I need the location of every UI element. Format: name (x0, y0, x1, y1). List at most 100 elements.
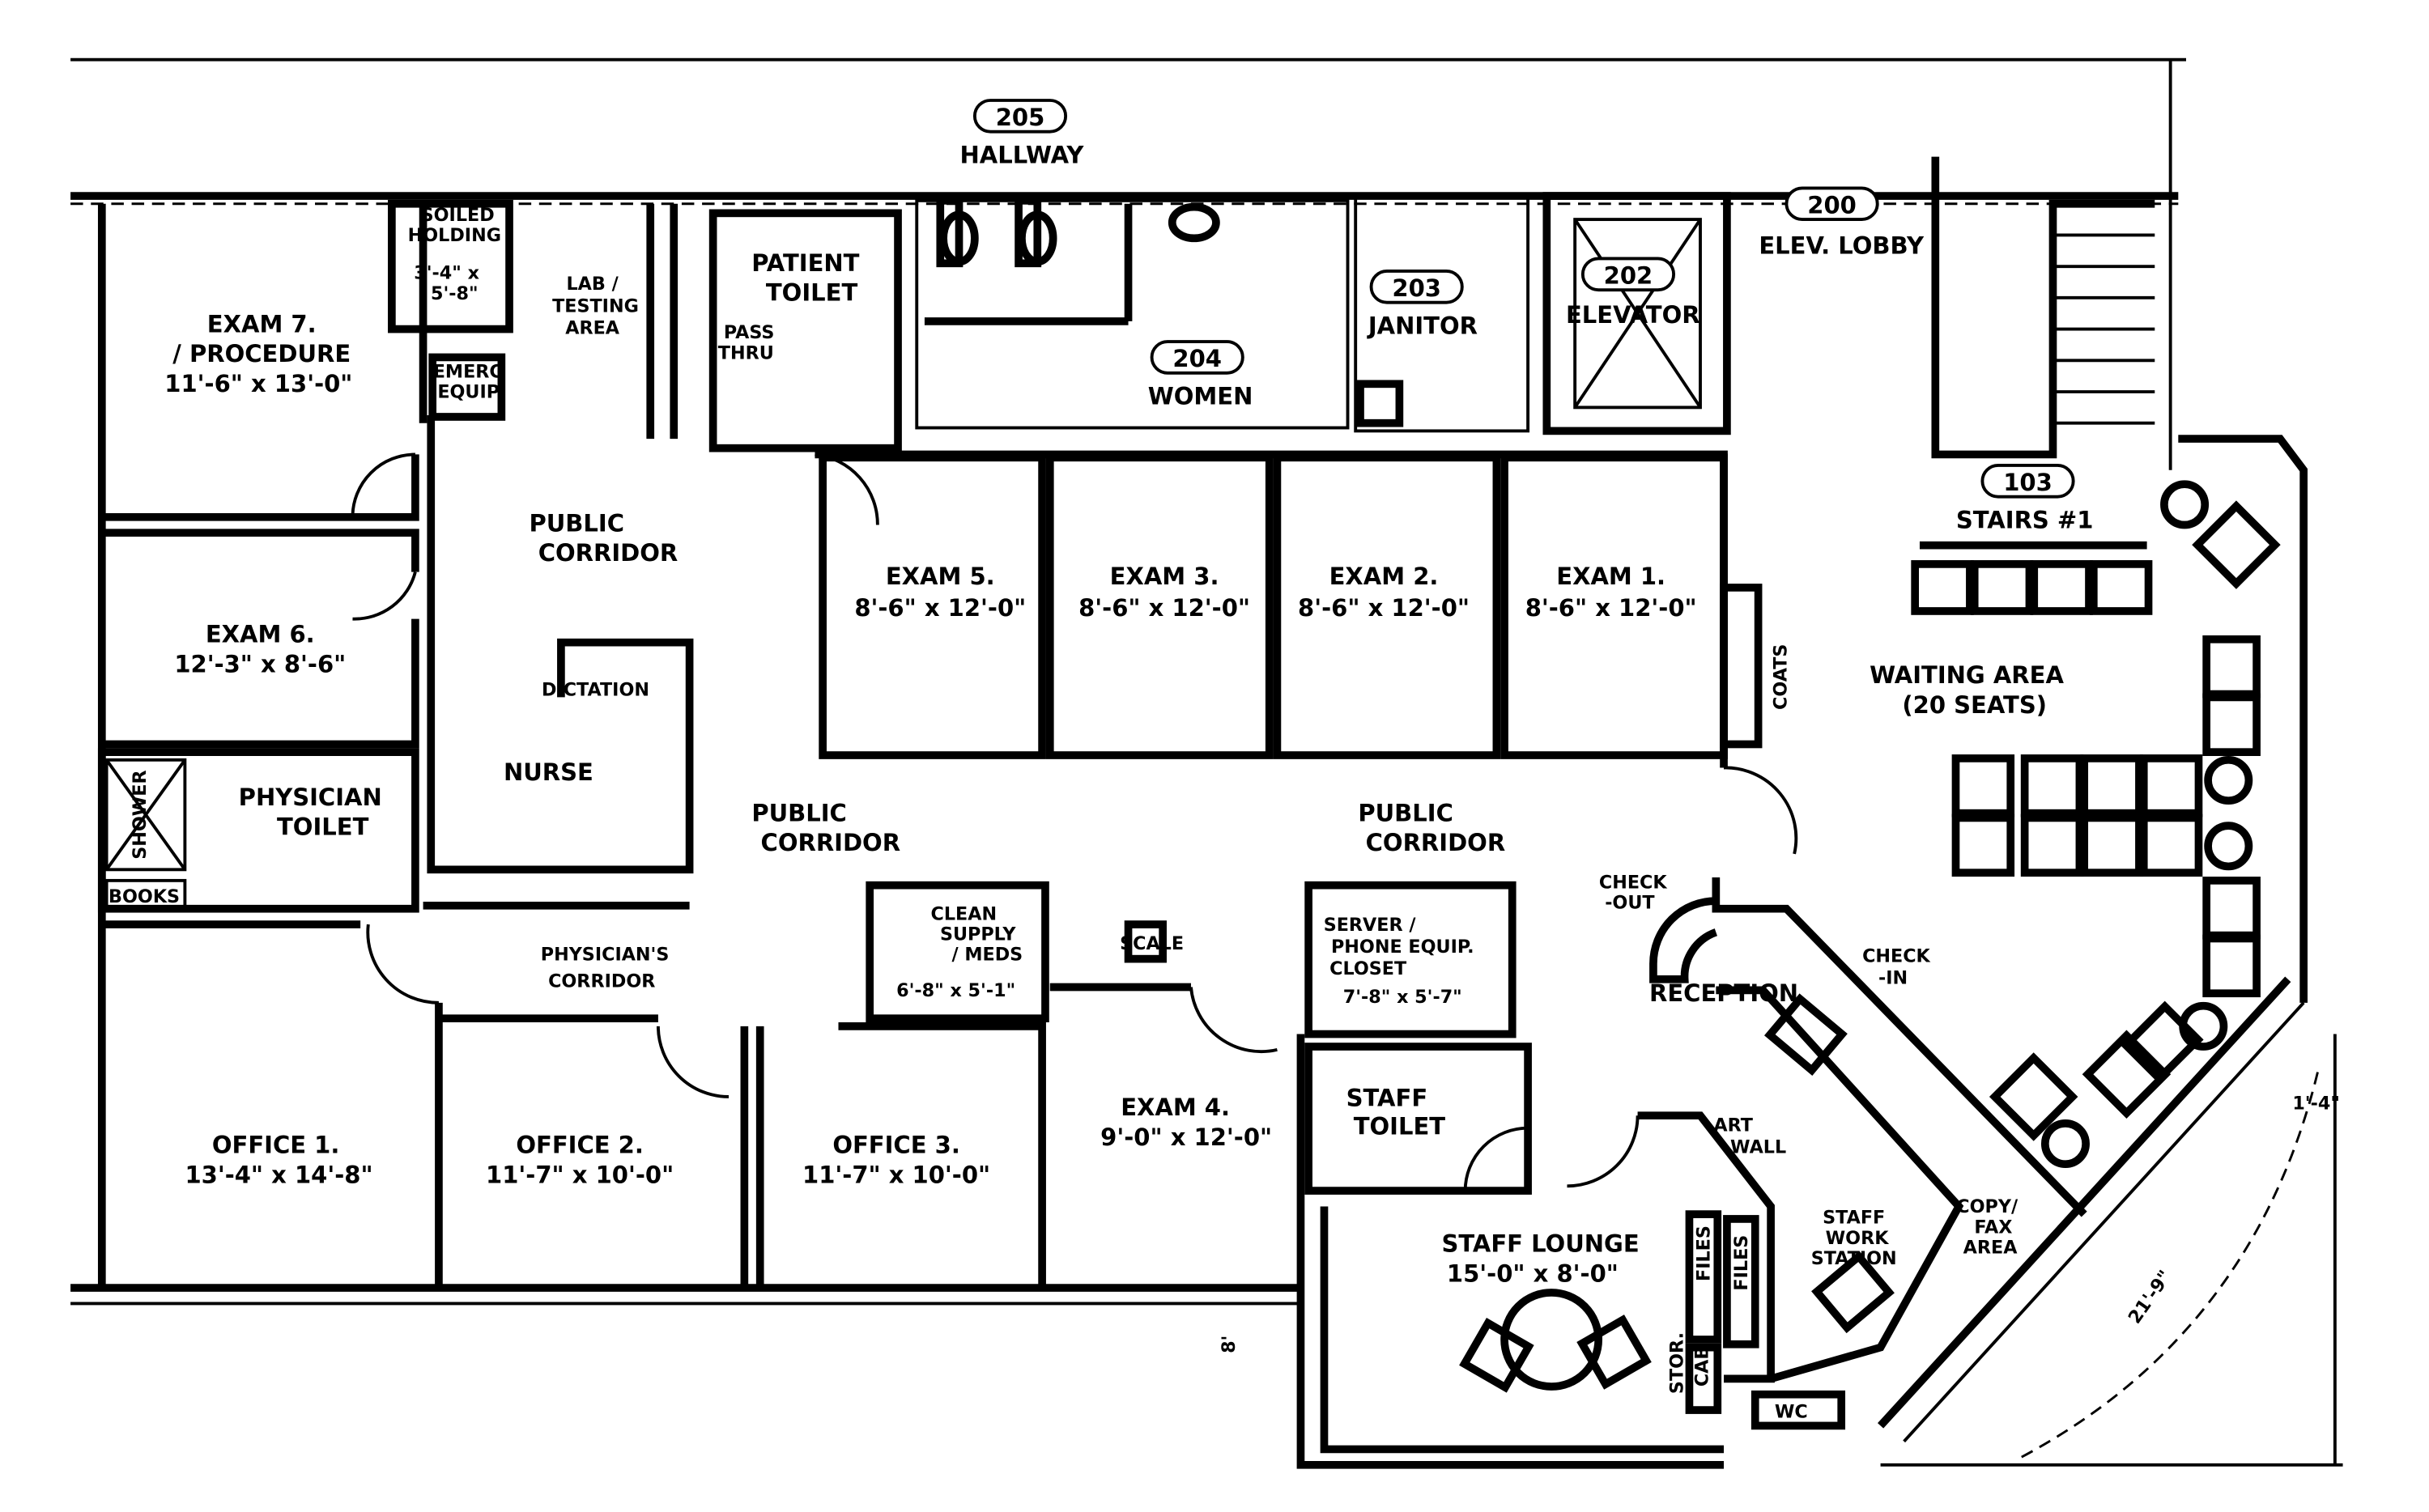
svg-text:-IN: -IN (1878, 968, 1908, 989)
svg-text:PUBLIC: PUBLIC (1358, 799, 1453, 826)
svg-text:JANITOR: JANITOR (1367, 312, 1478, 339)
svg-text:PHYSICIAN: PHYSICIAN (239, 784, 382, 811)
svg-text:ELEVATOR: ELEVATOR (1566, 301, 1700, 329)
room-tag-205: 205 HALLWAY (960, 99, 1084, 168)
svg-text:/ MEDS: / MEDS (951, 945, 1023, 966)
svg-text:11'-6" x 13'-0": 11'-6" x 13'-0" (164, 370, 352, 397)
svg-text:CLEAN: CLEAN (931, 903, 998, 924)
svg-text:OFFICE 3.: OFFICE 3. (832, 1132, 960, 1159)
room-tag-203: 203 JANITOR (1367, 270, 1478, 339)
svg-text:STAFF LOUNGE: STAFF LOUNGE (1441, 1230, 1639, 1258)
svg-text:WC: WC (1775, 1402, 1808, 1423)
room-tag-200: 200 ELEV. LOBBY (1759, 186, 1925, 260)
svg-text:8'-6" x 12'-0": 8'-6" x 12'-0" (1525, 594, 1697, 622)
svg-text:200: 200 (1807, 191, 1857, 219)
svg-text:STAFF: STAFF (1823, 1208, 1885, 1229)
svg-text:AREA: AREA (1963, 1238, 2018, 1259)
svg-text:/ PROCEDURE: / PROCEDURE (172, 340, 351, 367)
svg-text:WALL: WALL (1730, 1137, 1786, 1158)
room-tag-103: 103 STAIRS #1 (1956, 464, 2094, 533)
svg-text:5'-8": 5'-8" (431, 283, 479, 304)
svg-text:EXAM 2.: EXAM 2. (1329, 563, 1439, 590)
room-tag-204: 204 WOMEN (1148, 340, 1253, 410)
svg-text:SOILED: SOILED (421, 205, 495, 226)
svg-text:SERVER /: SERVER / (1324, 915, 1417, 936)
svg-text:3'-4" x: 3'-4" x (414, 263, 479, 284)
svg-text:8': 8' (1219, 1336, 1240, 1353)
svg-text:COPY/: COPY/ (1956, 1196, 2018, 1217)
svg-text:ELEV. LOBBY: ELEV. LOBBY (1759, 232, 1925, 260)
svg-text:CHECK: CHECK (1599, 873, 1667, 894)
svg-text:BOOKS: BOOKS (108, 886, 180, 907)
svg-text:EXAM 6.: EXAM 6. (206, 621, 315, 648)
svg-text:RECEPTION: RECEPTION (1649, 979, 1798, 1007)
svg-text:OFFICE 2.: OFFICE 2. (516, 1132, 644, 1159)
svg-text:TOILET: TOILET (277, 813, 369, 841)
svg-text:AREA: AREA (565, 317, 620, 338)
svg-text:HOLDING: HOLDING (408, 225, 501, 246)
svg-text:LAB /: LAB / (566, 274, 619, 295)
toilet-fixtures (939, 202, 1220, 266)
svg-text:1'-4": 1'-4" (2292, 1093, 2340, 1114)
svg-text:FILES: FILES (1694, 1225, 1715, 1281)
svg-text:CORRIDOR: CORRIDOR (761, 829, 901, 856)
svg-text:202: 202 (1604, 261, 1653, 289)
svg-text:WOMEN: WOMEN (1148, 382, 1253, 410)
svg-text:CHECK: CHECK (1862, 946, 1930, 967)
svg-text:EXAM 1.: EXAM 1. (1556, 563, 1665, 590)
svg-text:CORRIDOR: CORRIDOR (548, 970, 655, 992)
svg-text:11'-7" x 10'-0": 11'-7" x 10'-0" (802, 1161, 990, 1188)
svg-text:CORRIDOR: CORRIDOR (538, 539, 679, 567)
svg-text:7'-8" x 5'-7": 7'-8" x 5'-7" (1343, 987, 1462, 1008)
svg-text:103: 103 (2003, 469, 2053, 496)
svg-text:ART: ART (1713, 1115, 1753, 1136)
svg-text:205: 205 (996, 104, 1045, 131)
svg-text:8'-6" x 12'-0": 8'-6" x 12'-0" (854, 594, 1026, 622)
waiting-seating (1911, 480, 2281, 1169)
svg-text:13'-4" x 14'-8": 13'-4" x 14'-8" (185, 1161, 372, 1188)
lounge-table (1459, 1289, 1652, 1393)
svg-text:11'-7" x 10'-0": 11'-7" x 10'-0" (486, 1161, 674, 1188)
svg-text:21'-9": 21'-9" (2125, 1267, 2176, 1328)
svg-text:COATS: COATS (1770, 644, 1791, 710)
svg-text:TOILET: TOILET (766, 279, 858, 307)
svg-text:15'-0" x 8'-0": 15'-0" x 8'-0" (1447, 1259, 1619, 1287)
svg-text:STOR.: STOR. (1667, 1332, 1688, 1394)
svg-text:TOILET: TOILET (1354, 1112, 1446, 1140)
svg-text:CORRIDOR: CORRIDOR (1366, 829, 1506, 856)
walls (70, 57, 2343, 1469)
svg-text:-OUT: -OUT (1605, 893, 1655, 914)
svg-text:OFFICE 1.: OFFICE 1. (212, 1132, 340, 1159)
svg-text:EMERG: EMERG (433, 362, 504, 383)
svg-text:8'-6" x 12'-0": 8'-6" x 12'-0" (1078, 594, 1250, 622)
svg-text:9'-0" x 12'-0": 9'-0" x 12'-0" (1100, 1123, 1272, 1151)
svg-text:STAFF: STAFF (1346, 1085, 1428, 1112)
svg-text:FILES: FILES (1731, 1235, 1752, 1291)
svg-text:204: 204 (1172, 345, 1222, 372)
svg-text:STAIRS #1: STAIRS #1 (1956, 506, 2094, 533)
svg-text:NURSE: NURSE (504, 758, 593, 786)
svg-text:PASS: PASS (724, 322, 775, 343)
svg-text:EXAM 4.: EXAM 4. (1121, 1094, 1230, 1121)
svg-text:PHYSICIAN'S: PHYSICIAN'S (541, 945, 670, 966)
svg-text:8'-6" x 12'-0": 8'-6" x 12'-0" (1298, 594, 1470, 622)
svg-text:THRU: THRU (718, 342, 774, 363)
svg-text:TESTING: TESTING (552, 295, 639, 316)
svg-text:12'-3" x 8'-6": 12'-3" x 8'-6" (174, 650, 346, 677)
stair-treads (2053, 233, 2155, 425)
svg-text:WORK: WORK (1826, 1228, 1890, 1249)
svg-text:PUBLIC: PUBLIC (529, 509, 624, 537)
svg-text:FAX: FAX (1974, 1217, 2012, 1238)
svg-text:(20 SEATS): (20 SEATS) (1902, 691, 2047, 719)
svg-text:SHOWER: SHOWER (130, 770, 151, 859)
svg-text:6'-8" x 5'-1": 6'-8" x 5'-1" (896, 980, 1015, 1001)
svg-text:EQUIP: EQUIP (437, 382, 500, 403)
svg-text:CLOSET: CLOSET (1329, 958, 1407, 979)
svg-text:EXAM 7.: EXAM 7. (207, 310, 317, 338)
room-tag-202: 202 ELEVATOR (1566, 257, 1700, 329)
svg-text:WAITING AREA: WAITING AREA (1870, 661, 2064, 689)
svg-text:SUPPLY: SUPPLY (940, 924, 1016, 945)
svg-text:PUBLIC: PUBLIC (751, 799, 847, 826)
svg-text:EXAM 5.: EXAM 5. (886, 563, 995, 590)
